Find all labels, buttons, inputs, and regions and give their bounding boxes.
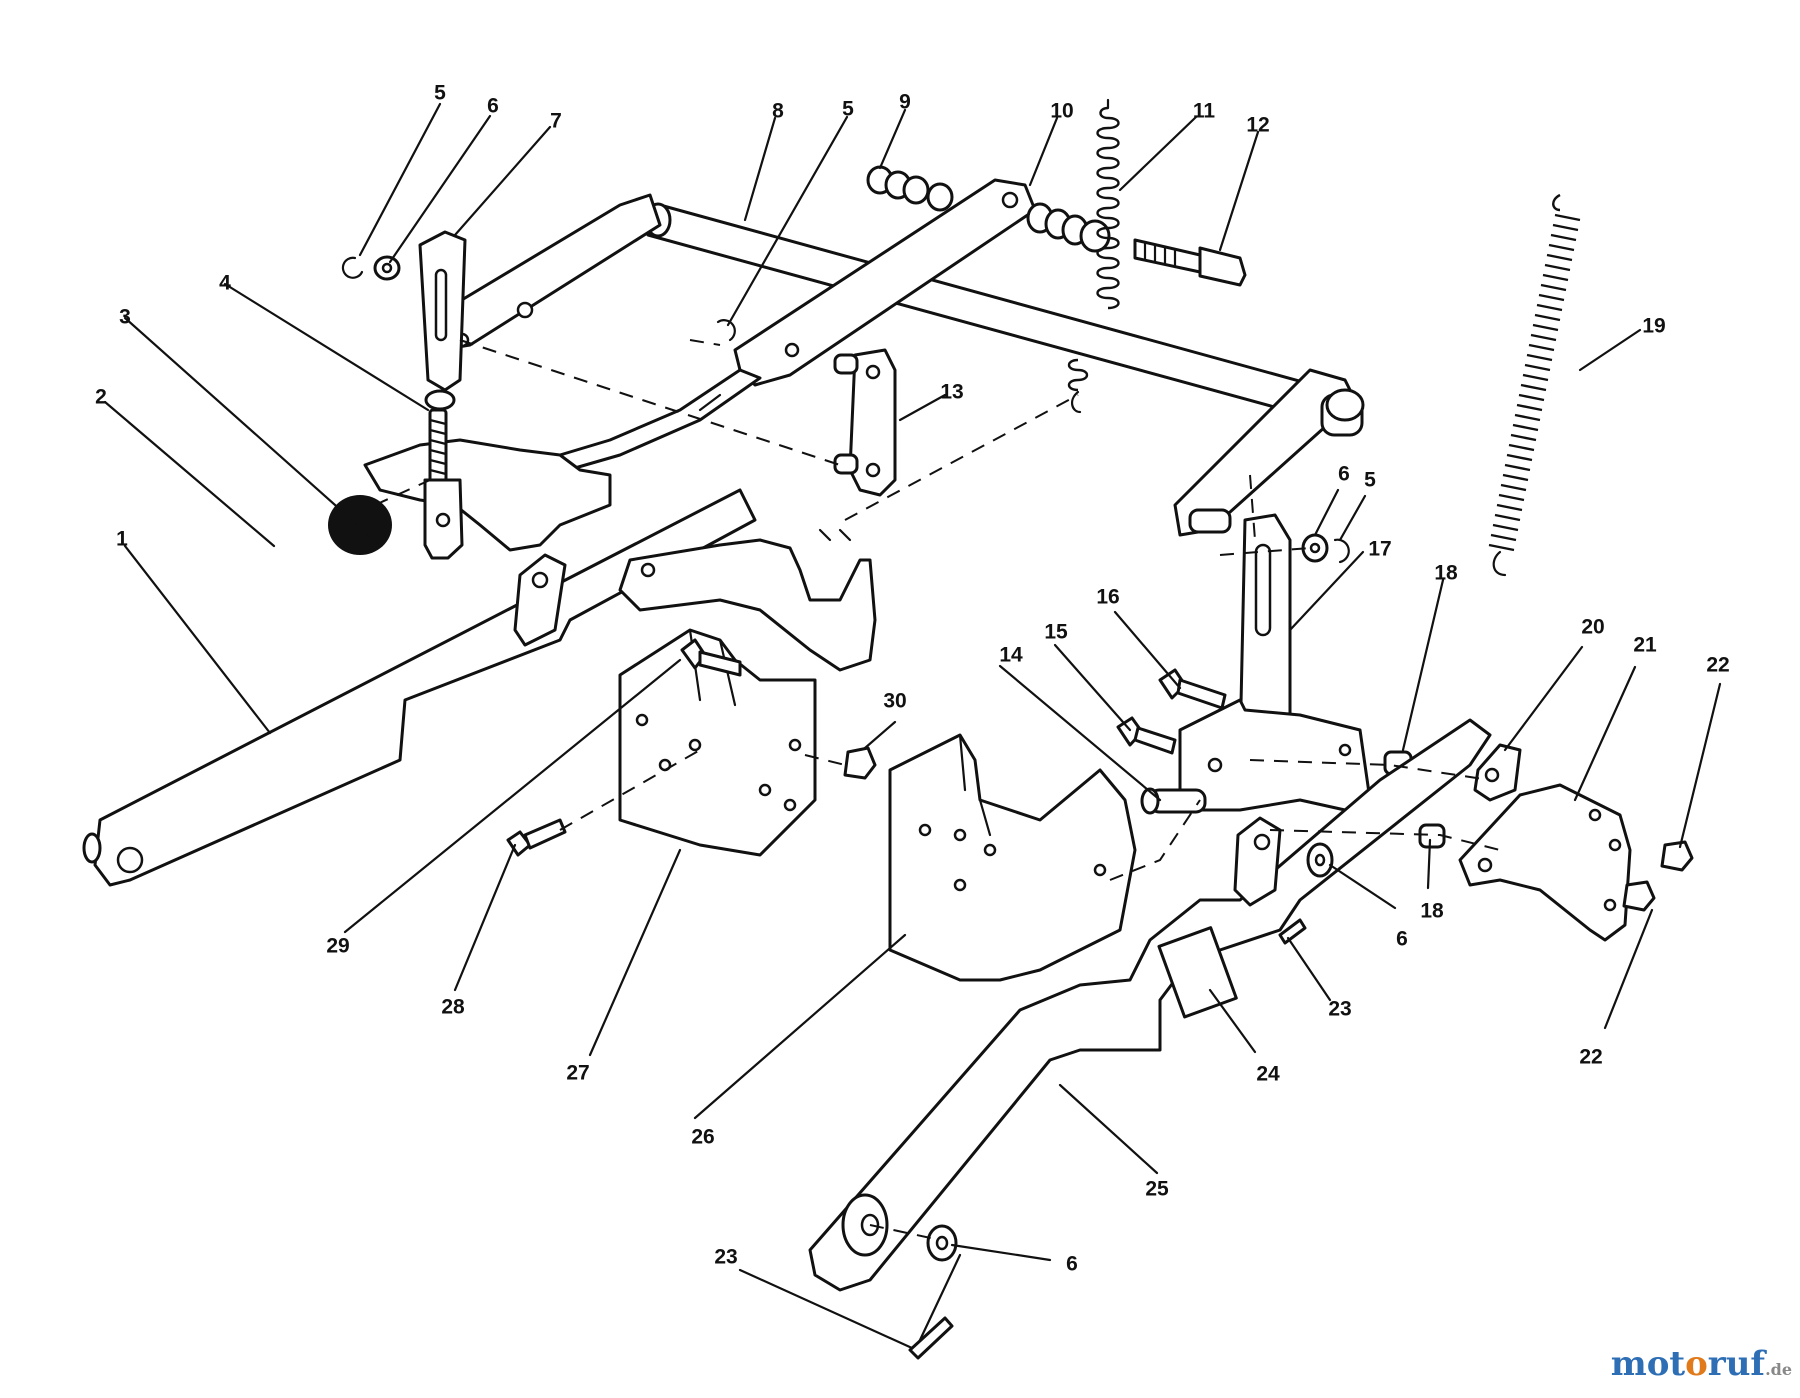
callout-12: 12 <box>1246 114 1269 137</box>
callout-22-top: 22 <box>1706 654 1729 677</box>
cotter-pin-23-bottom <box>908 1316 954 1360</box>
nut-22-top <box>1660 840 1694 872</box>
watermark-part-c: ruf <box>1707 1344 1766 1384</box>
callout-3: 3 <box>119 306 131 329</box>
bolt-16 <box>1158 668 1227 710</box>
clip-5-left <box>341 256 364 279</box>
callout-29: 29 <box>326 935 349 958</box>
slotted-block-7 <box>418 230 467 392</box>
callout-6-right: 6 <box>1338 463 1350 486</box>
link-13 <box>833 348 897 497</box>
washer-stack-10 <box>1026 202 1111 253</box>
cotter-pin-23-right <box>1278 918 1307 945</box>
bolt-15 <box>1116 716 1177 755</box>
bent-bracket-center <box>618 528 877 672</box>
washer-6-bottom <box>926 1224 958 1262</box>
callout-11: 11 <box>1193 100 1216 123</box>
assembly-lines <box>374 339 1501 1241</box>
clip-5-center <box>716 319 736 342</box>
nut-22-bottom <box>1622 880 1656 912</box>
bolt-12 <box>1133 238 1247 287</box>
callout-5-center: 5 <box>842 98 854 121</box>
callout-19: 19 <box>1642 315 1665 338</box>
callout-30: 30 <box>883 690 906 713</box>
watermark-logo: motoruf.de <box>1611 1344 1792 1384</box>
bracket-21 <box>1458 783 1632 942</box>
cross-shaft <box>644 202 1361 430</box>
threaded-stud <box>423 408 464 560</box>
callout-6-center: 6 <box>1396 928 1408 951</box>
callout-8: 8 <box>772 100 784 123</box>
adjust-rod <box>558 368 762 472</box>
spring-11 <box>1067 98 1120 414</box>
leader-lines <box>103 102 1722 1350</box>
pivot-plate-left <box>513 553 567 647</box>
callout-25: 25 <box>1145 1178 1169 1201</box>
bolt-29 <box>680 638 742 677</box>
callout-16: 16 <box>1096 586 1119 609</box>
callout-23-bottom: 23 <box>714 1246 737 1269</box>
watermark-part-d: .de <box>1765 1360 1792 1379</box>
bracket-20 <box>1473 743 1522 802</box>
washer-6-left <box>373 255 401 281</box>
callout-7: 7 <box>550 110 562 133</box>
callout-14: 14 <box>999 644 1023 667</box>
u-bracket-26 <box>888 733 1137 982</box>
callout-27: 27 <box>566 1062 589 1085</box>
callout-5-right: 5 <box>1364 469 1376 492</box>
spring-19 <box>1488 193 1581 577</box>
callout-2: 2 <box>95 386 107 409</box>
nut-4 <box>424 389 456 411</box>
clip-5-right <box>1333 538 1350 564</box>
callout-6-bottom: 6 <box>1066 1253 1078 1276</box>
watermark-part-a: mot <box>1610 1344 1686 1384</box>
callout-21: 21 <box>1633 634 1657 657</box>
lift-arm-right <box>1173 368 1365 537</box>
pin-14 <box>1140 787 1207 815</box>
callout-28: 28 <box>441 996 465 1019</box>
u-bracket-27 <box>618 628 817 857</box>
callout-22-bottom: 22 <box>1579 1046 1602 1069</box>
callout-26: 26 <box>691 1126 714 1149</box>
callout-20: 20 <box>1581 616 1604 639</box>
callout-17: 17 <box>1368 538 1391 561</box>
callout-1: 1 <box>116 528 128 551</box>
washer-6-right <box>1301 533 1329 563</box>
nut-30 <box>843 746 877 780</box>
callout-10: 10 <box>1050 100 1073 123</box>
pivot-plate-right <box>1233 816 1282 907</box>
callout-15: 15 <box>1044 621 1068 644</box>
callouts: 1 2 3 4 5 6 7 8 5 9 10 11 12 13 19 6 5 1… <box>95 82 1730 1276</box>
lift-bar-left <box>82 488 757 887</box>
callout-18-bottom: 18 <box>1420 900 1444 923</box>
lift-arm-center <box>733 178 1037 387</box>
washer-6-center <box>1306 842 1334 878</box>
callout-4: 4 <box>219 272 231 295</box>
callout-13: 13 <box>940 381 963 404</box>
mount-plate <box>1178 698 1372 812</box>
callout-6-left: 6 <box>487 95 499 118</box>
washer-stack-9 <box>866 165 954 212</box>
callout-18-top: 18 <box>1434 562 1458 585</box>
bolt-28 <box>506 818 567 857</box>
callout-9: 9 <box>899 91 911 114</box>
callout-5-left: 5 <box>434 82 446 105</box>
handle-knob <box>328 495 392 555</box>
callout-24: 24 <box>1256 1063 1280 1086</box>
watermark-part-b: o <box>1685 1344 1708 1384</box>
callout-23-right: 23 <box>1328 998 1351 1021</box>
